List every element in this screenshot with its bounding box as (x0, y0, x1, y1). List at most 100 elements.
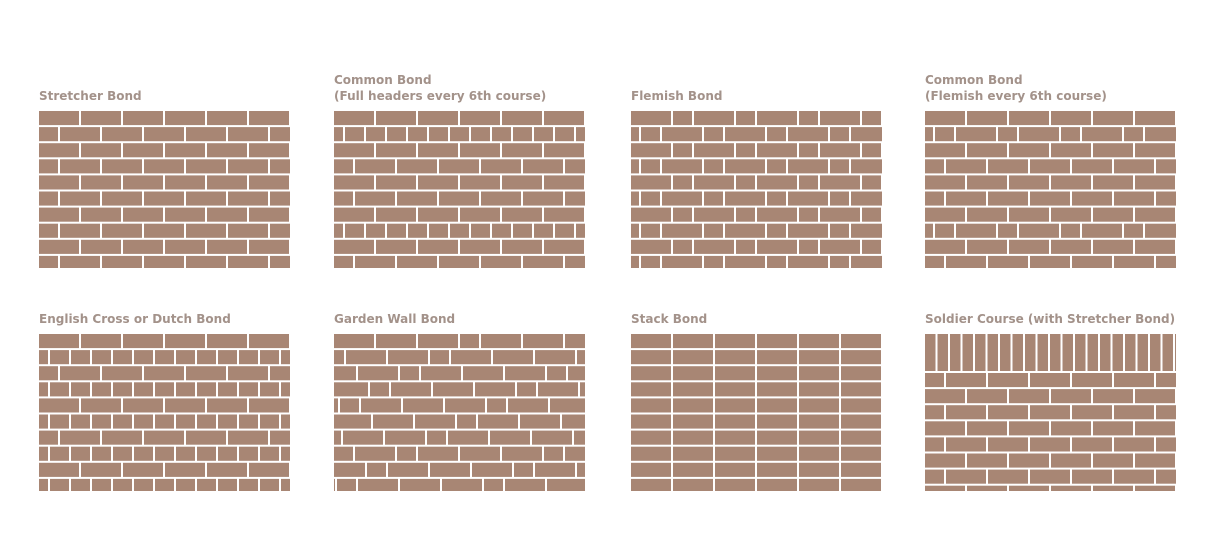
brick (39, 159, 58, 174)
brick (673, 398, 713, 413)
brick (281, 446, 290, 461)
brick (197, 478, 216, 491)
panel-title: English Cross or Dutch Bond (39, 311, 339, 327)
brick (508, 398, 548, 413)
brick (544, 111, 584, 126)
brick (355, 446, 395, 461)
brick (376, 207, 416, 222)
brick (1051, 207, 1091, 222)
brick (1156, 405, 1176, 420)
brick (1156, 191, 1176, 206)
brick (427, 430, 446, 445)
panel-title: Stretcher Bond (39, 88, 339, 104)
brick (757, 239, 797, 254)
brick (799, 350, 839, 365)
brick (334, 350, 344, 365)
brick (239, 382, 258, 397)
title-line: Soldier Course (with Stretcher Bond) (925, 312, 1176, 326)
brick (1030, 159, 1070, 174)
brick (535, 350, 575, 365)
brick (544, 446, 563, 461)
brick (505, 478, 545, 491)
brick (102, 366, 142, 381)
brick (631, 382, 671, 397)
brick (767, 159, 786, 174)
brick (673, 175, 692, 190)
brick (281, 414, 290, 429)
brick (788, 159, 828, 174)
brick (532, 430, 572, 445)
brick (820, 143, 860, 158)
brick (788, 223, 828, 238)
brick (334, 127, 343, 142)
brick (1072, 405, 1112, 420)
brick (197, 446, 216, 461)
brick (448, 430, 488, 445)
brick (81, 398, 121, 413)
brick (547, 478, 585, 491)
brick (358, 366, 398, 381)
brick (376, 334, 416, 349)
brick (165, 334, 205, 349)
brick (704, 127, 723, 142)
brick (631, 127, 639, 142)
brick (757, 446, 797, 461)
brick (988, 469, 1028, 484)
brick (270, 159, 290, 174)
soldier-brick (1100, 334, 1111, 371)
brick (249, 334, 289, 349)
brick (851, 223, 882, 238)
panel-title: Stack Bond (631, 311, 931, 327)
brick (155, 446, 174, 461)
brick (998, 127, 1017, 142)
brick (165, 462, 205, 477)
brick (460, 334, 479, 349)
brick (514, 462, 533, 477)
brick (418, 175, 458, 190)
brick (270, 366, 290, 381)
soldier-brick (1062, 334, 1073, 371)
brick (841, 398, 881, 413)
brick (385, 430, 425, 445)
brick (260, 350, 279, 365)
brick (841, 334, 881, 349)
brick (1009, 111, 1049, 126)
brick (397, 446, 416, 461)
brick (967, 239, 1007, 254)
brick (1093, 143, 1133, 158)
brick (270, 127, 290, 142)
brick (218, 446, 237, 461)
brick (641, 127, 660, 142)
brick (50, 446, 69, 461)
brick (186, 127, 226, 142)
soldier-brick (1000, 334, 1011, 371)
brick (442, 478, 482, 491)
brick (820, 207, 860, 222)
soldier-brick (975, 334, 986, 371)
brick (1135, 389, 1175, 404)
brick (1156, 373, 1176, 388)
brick (988, 255, 1028, 268)
brick (207, 398, 247, 413)
panel-title: Common Bond (Flemish every 6th course) (925, 72, 1209, 104)
brick (799, 207, 818, 222)
title-line: Common Bond (334, 73, 432, 87)
brick (186, 430, 226, 445)
brick (830, 255, 849, 268)
brick (475, 382, 515, 397)
brick (925, 191, 944, 206)
brick (134, 478, 153, 491)
brick (415, 414, 455, 429)
brick (1135, 143, 1175, 158)
brick (144, 366, 184, 381)
brick (523, 191, 563, 206)
brick (862, 143, 881, 158)
brick (851, 191, 882, 206)
brick (113, 446, 132, 461)
brick (1009, 453, 1049, 468)
soldier-brick (1150, 334, 1161, 371)
brick (544, 143, 584, 158)
brick (1093, 421, 1133, 436)
brick (967, 421, 1007, 436)
brick (134, 446, 153, 461)
